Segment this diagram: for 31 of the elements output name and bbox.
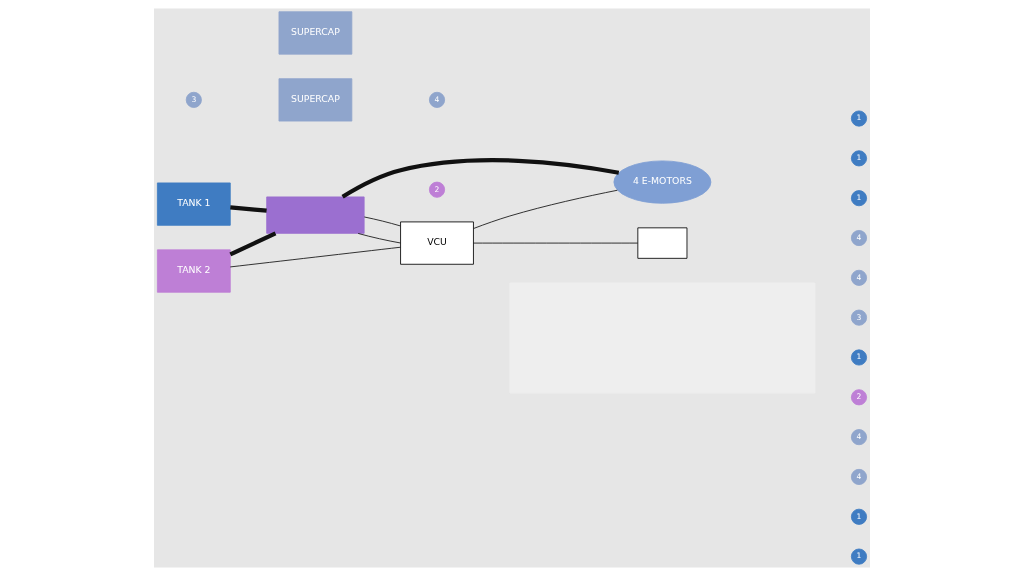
- label: 3: [856, 312, 862, 322]
- label: 1: [856, 153, 862, 163]
- label: 4: [856, 471, 862, 481]
- connector: [230, 205, 267, 213]
- label: 1: [856, 113, 862, 123]
- node-box: [637, 227, 688, 259]
- connector: [229, 231, 277, 257]
- node-box: TANK 2: [156, 249, 231, 293]
- node-ellipse: 4 E-MOTORS: [613, 160, 712, 204]
- label: 2: [434, 184, 440, 194]
- label: 4: [434, 94, 440, 104]
- label: 4: [856, 232, 862, 242]
- label: 1: [856, 551, 862, 561]
- connector: [341, 158, 620, 199]
- label: 1: [856, 511, 862, 521]
- node-box: SUPERCAP: [278, 11, 353, 55]
- node-box: [266, 196, 365, 234]
- connector: [357, 233, 401, 244]
- connector: [363, 216, 401, 227]
- node-box: SUPERCAP: [278, 78, 353, 122]
- label: 3: [191, 94, 197, 104]
- node-box: VCU: [400, 221, 474, 265]
- connector: [473, 242, 639, 244]
- label: 2: [856, 392, 862, 402]
- label: 1: [856, 193, 862, 203]
- node-box: TANK 1: [156, 182, 231, 226]
- label: 1: [856, 352, 862, 362]
- label: 4: [856, 432, 862, 441]
- connector: [473, 189, 618, 229]
- label: 4: [856, 272, 862, 282]
- connector: [229, 246, 401, 268]
